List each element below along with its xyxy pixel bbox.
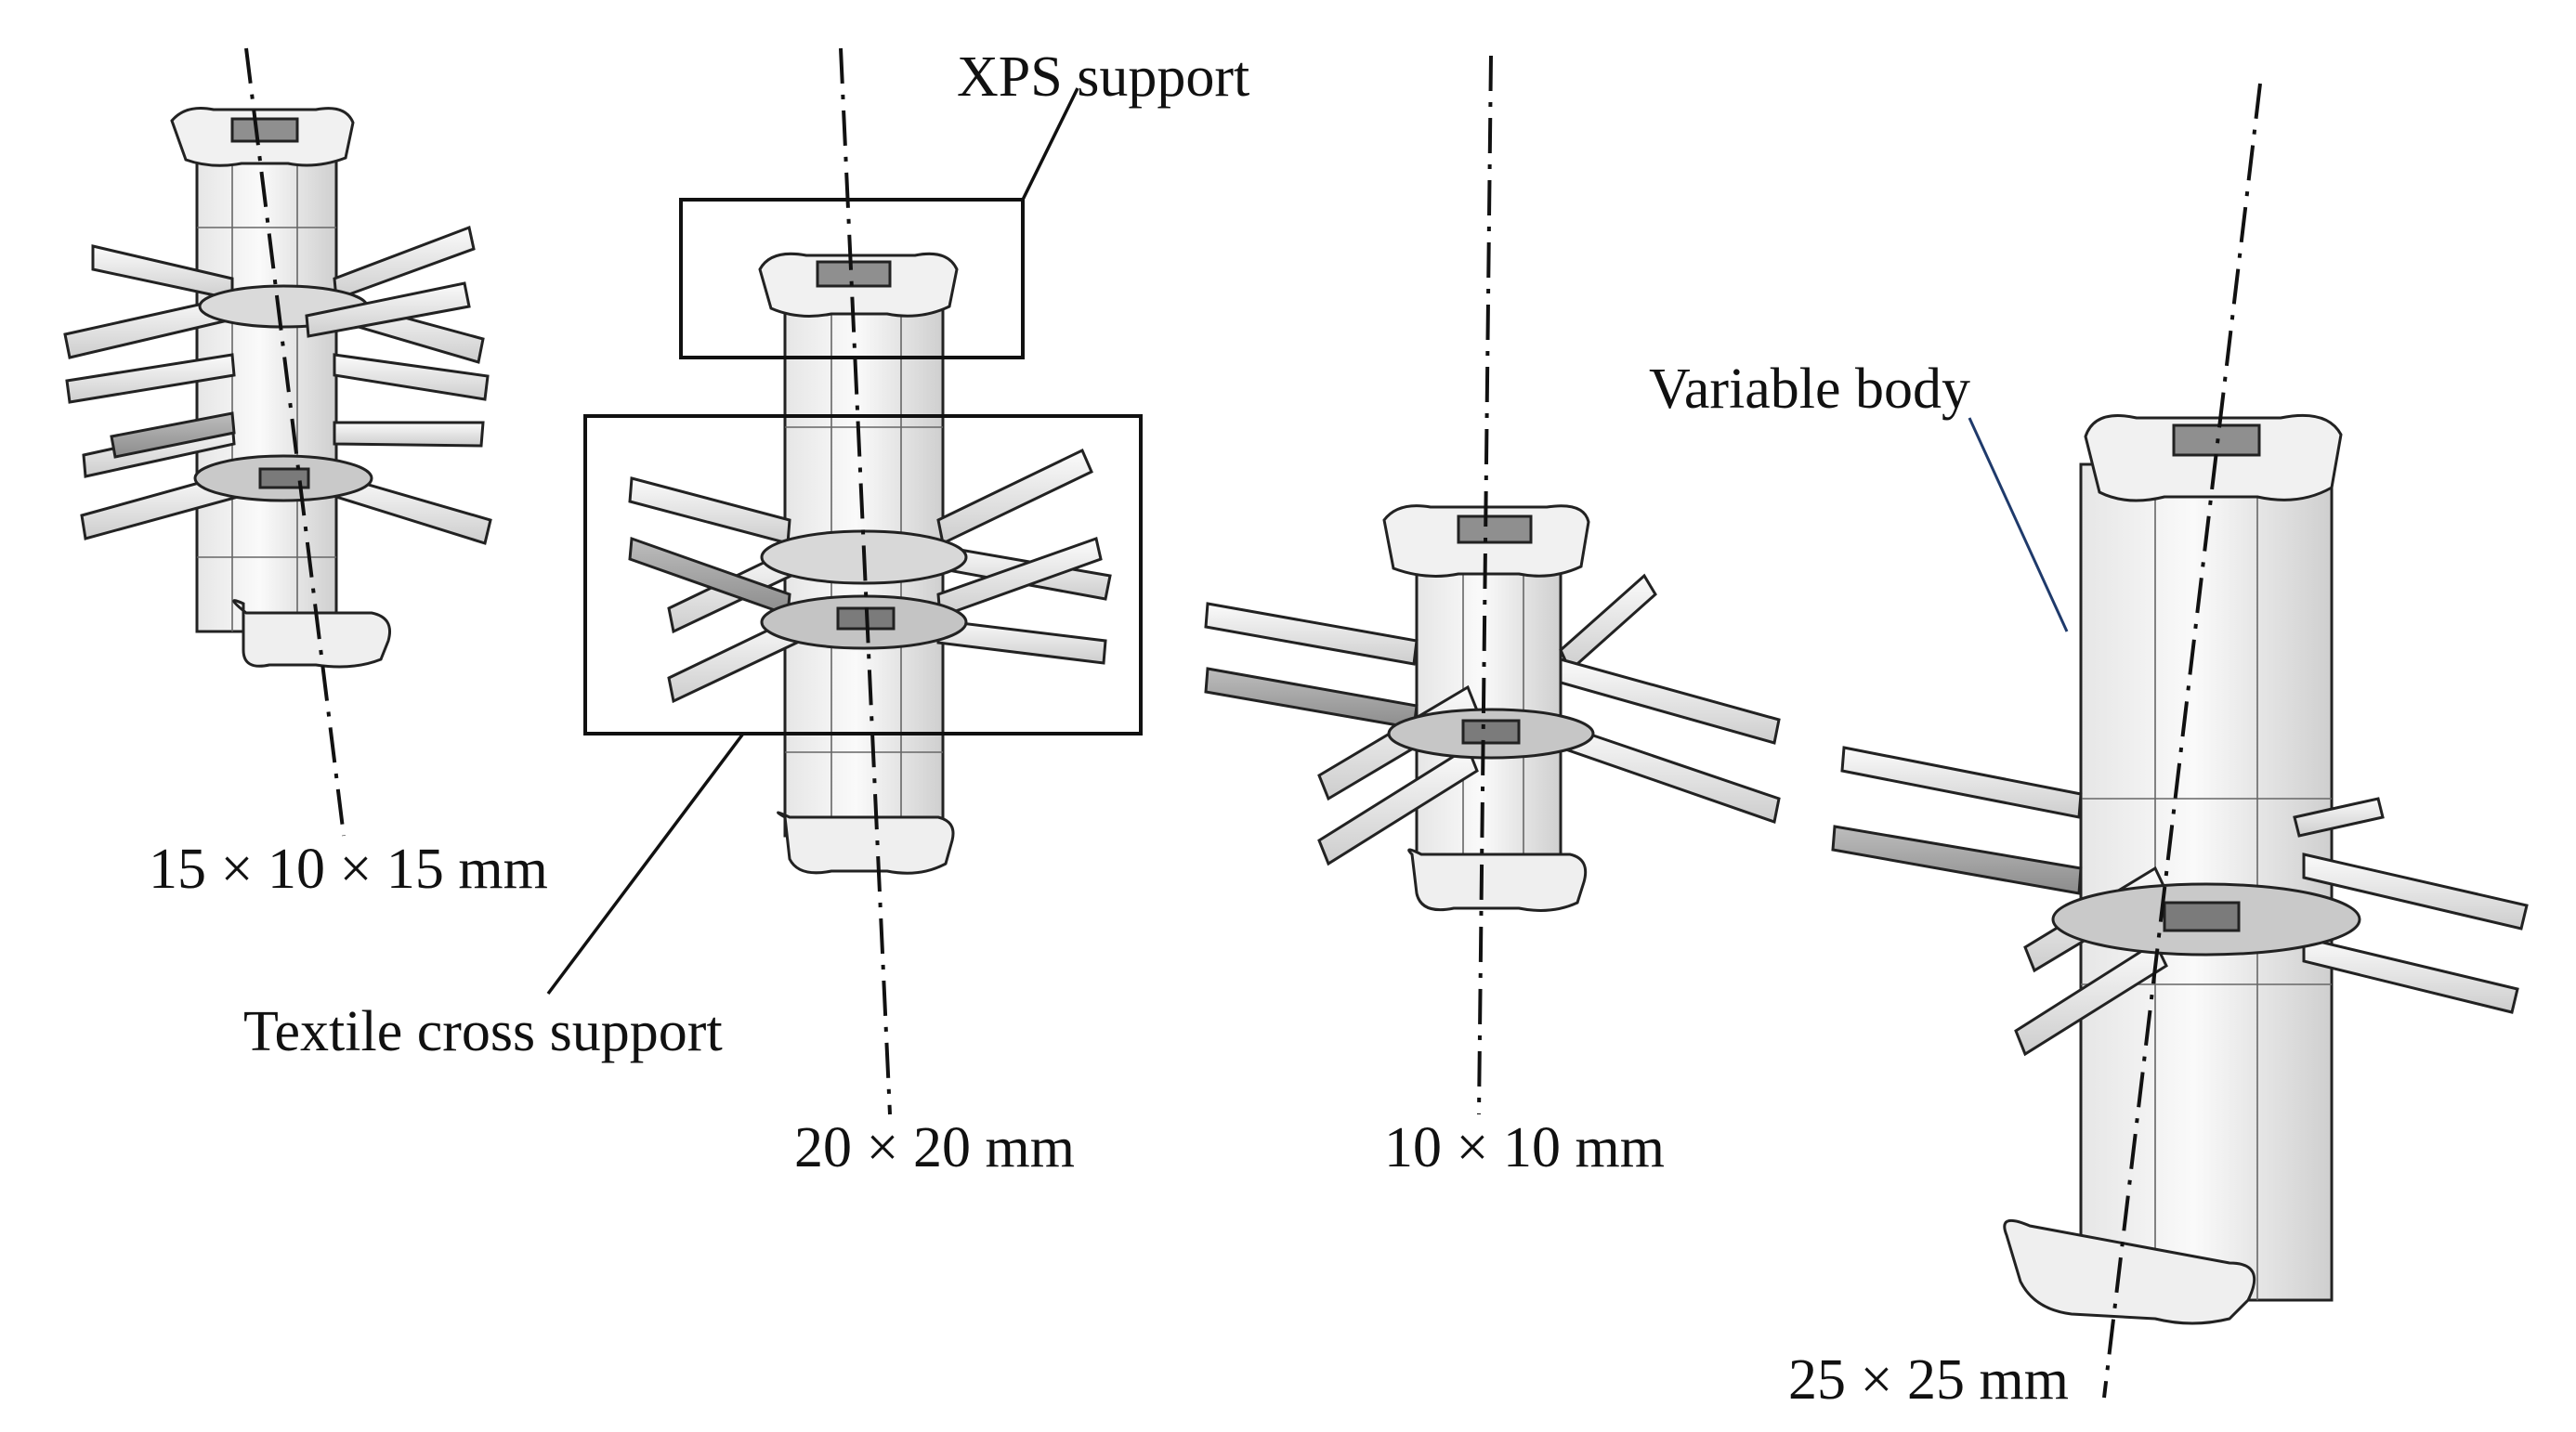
xps-support-leader <box>1021 87 1079 201</box>
specimen-1-model <box>63 47 492 837</box>
xps-support-label: XPS support <box>957 46 1250 109</box>
textile-cross-support-leader <box>546 732 745 996</box>
specimen-2-dimension-label: 20 × 20 mm <box>794 1116 1075 1179</box>
textile-cross-support-label: Textile cross support <box>243 1000 723 1063</box>
specimen-1-dimension-label: 15 × 10 × 15 mm <box>149 838 548 901</box>
specimen-3-dimension-label: 10 × 10 mm <box>1384 1116 1665 1179</box>
textile-cross-support-box <box>583 414 1143 736</box>
specimen-4-model <box>1831 83 2529 1399</box>
specimen-3-model <box>1204 55 1781 1115</box>
specimen-4-dimension-label: 25 × 25 mm <box>1788 1348 2069 1412</box>
xps-support-box <box>679 198 1025 359</box>
variable-body-label: Variable body <box>1649 358 1971 421</box>
specimen-2-model <box>628 47 1112 1115</box>
variable-body-leader <box>1968 417 2069 632</box>
